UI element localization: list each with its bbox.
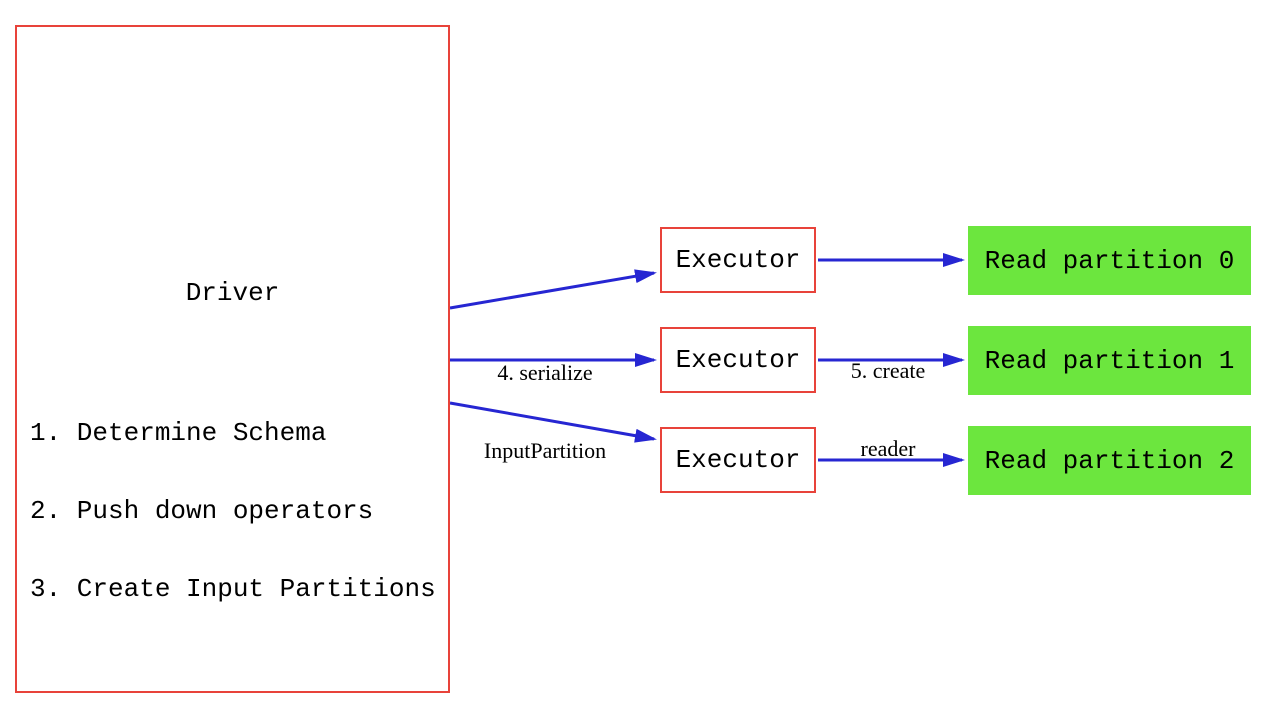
driver-step-2: 2. Push down operators <box>30 496 374 526</box>
edge-label-create-reader: 5. create reader <box>818 306 958 514</box>
executor-label: Executor <box>675 345 801 375</box>
read-partition-label: Read partition 1 <box>984 345 1235 376</box>
edge-label-line: InputPartition <box>483 438 607 463</box>
executor-box-2: Executor <box>660 427 816 493</box>
driver-steps: 1. Determine Schema 2. Push down operato… <box>30 368 436 654</box>
executor-box-0: Executor <box>660 227 816 293</box>
read-partition-label: Read partition 2 <box>984 445 1235 476</box>
edge-label-line: reader <box>860 436 916 461</box>
executor-label: Executor <box>675 445 801 475</box>
arrow-driver-to-executor-0 <box>449 269 657 310</box>
driver-step-1: 1. Determine Schema <box>30 418 327 448</box>
driver-title: Driver <box>185 278 280 308</box>
read-partition-label: Read partition 0 <box>984 245 1235 276</box>
read-partition-box-1: Read partition 1 <box>968 326 1251 395</box>
executor-box-1: Executor <box>660 327 816 393</box>
driver-step-3: 3. Create Input Partitions <box>30 574 436 604</box>
read-partition-box-2: Read partition 2 <box>968 426 1251 495</box>
edge-label-line: 4. serialize <box>497 360 593 385</box>
read-partition-box-0: Read partition 0 <box>968 226 1251 295</box>
edge-label-line: 5. create <box>850 358 926 383</box>
edge-label-serialize-inputpartition: 4. serialize InputPartition <box>455 308 635 516</box>
driver-box: Driver 1. Determine Schema 2. Push down … <box>15 25 450 693</box>
executor-label: Executor <box>675 245 801 275</box>
